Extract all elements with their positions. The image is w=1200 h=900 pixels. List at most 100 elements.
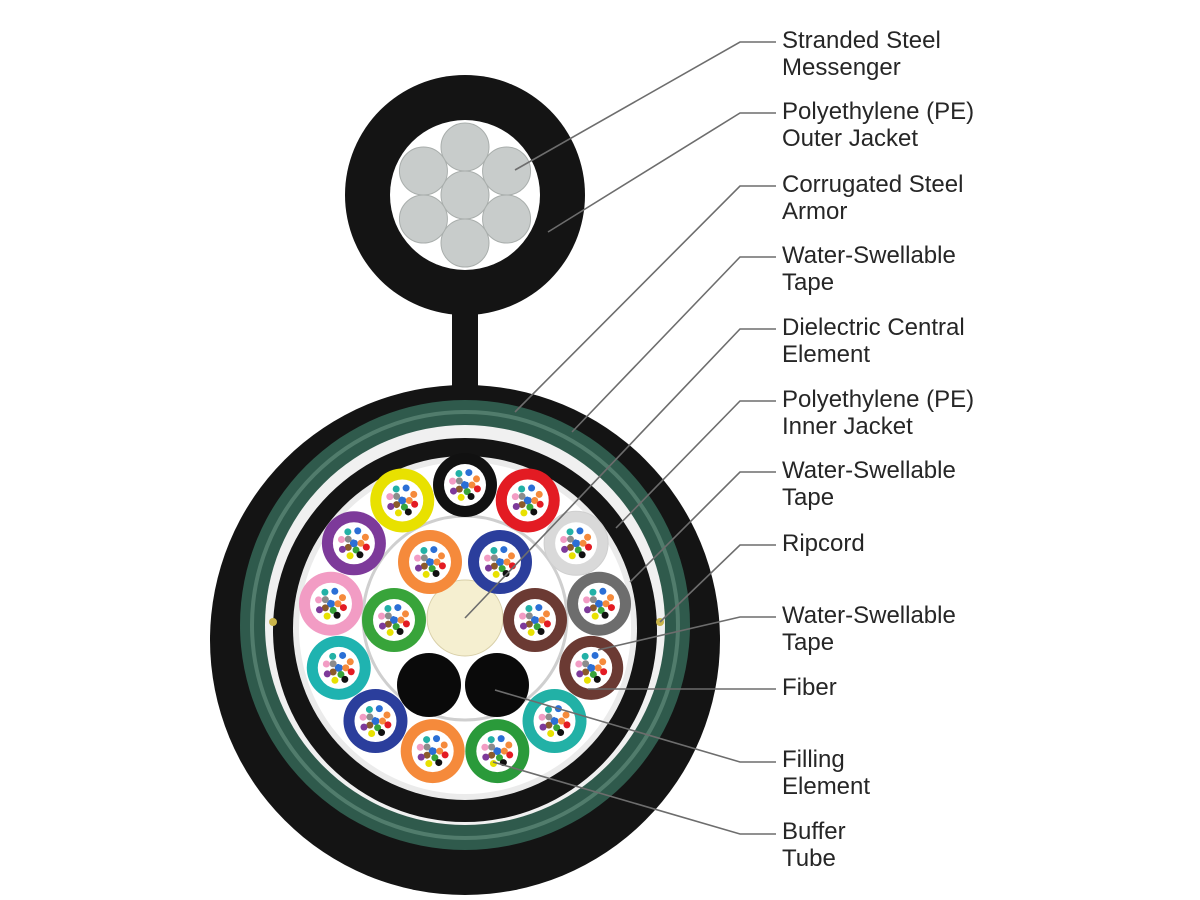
fiber [378,612,386,620]
fiber [397,616,405,624]
fiber [400,490,408,498]
label-pe-inner-jacket: Polyethylene (PE) Inner Jacket [782,386,974,440]
fiber [528,484,536,492]
buffer-tube [567,571,632,636]
fiber [465,469,473,477]
fiber [356,551,364,559]
fiber [347,668,355,676]
fiber [591,612,599,620]
fiber [352,533,360,541]
fiber [538,616,546,624]
fiber [582,668,590,676]
label-line: Fiber [782,674,837,701]
label-water-swellable-tape: Water-Swellable Tape [782,457,956,511]
fiber [455,477,463,485]
buffer-tube [400,719,465,784]
fiber [539,723,547,731]
leader-line [659,544,776,623]
label-stranded-steel-messenger: Stranded Steel Messenger [782,27,941,81]
label-line: Outer Jacket [782,125,919,152]
fiber [527,628,535,636]
fiber [525,612,533,620]
fiber [366,721,374,729]
fiber [468,481,476,489]
fiber [326,599,335,608]
fiber [331,676,339,684]
fiber [455,485,463,493]
fiber [425,759,433,767]
fiber [489,759,497,767]
fiber [518,492,526,500]
fiber [576,527,584,535]
fiber [561,545,569,553]
fiber [420,547,428,555]
buffer-tube [370,468,435,533]
fiber [525,605,533,613]
fiber [542,610,550,618]
fiber [339,651,347,659]
fiber [383,711,391,719]
fiber [511,493,519,501]
label-line: Tape [782,269,835,296]
fiber [346,552,354,560]
fiber [422,570,430,578]
label-line: Buffer [782,818,846,845]
label-filling-element: Filling Element [782,746,870,800]
fiber [384,620,392,628]
steel-wire [440,122,490,172]
fiber [390,616,398,624]
fiber [344,535,352,543]
fiber [597,593,605,601]
fiber [339,604,347,612]
fiber [337,671,345,679]
fiber [426,558,434,566]
fiber [321,604,329,612]
label-line: Polyethylene (PE) [782,386,975,413]
fiber [386,493,394,501]
fiber [431,740,439,748]
label-pe-outer-jacket: Polyethylene (PE) Outer Jacket [782,98,974,152]
fiber [506,751,514,759]
steel-wire [482,194,532,244]
fiber [566,543,574,551]
fiber [481,743,489,751]
label-fiber: Fiber [782,674,837,701]
messenger-section [345,75,585,390]
fiber [576,670,584,678]
label-ripcord: Ripcord [782,530,865,557]
fiber [329,606,337,614]
filling-element [397,653,461,717]
fiber [393,501,401,509]
label-line: Dielectric Central [782,314,965,341]
fiber [536,500,544,508]
fiber [433,735,441,743]
fiber [587,663,596,672]
buffer-tube [306,635,371,700]
buffer-tube [468,530,532,594]
fiber [553,710,561,718]
fiber [329,668,337,676]
fiber [392,623,400,631]
fiber [329,593,337,601]
fiber [404,508,412,516]
fiber [354,527,362,535]
fiber [467,492,475,500]
fiber [428,565,436,573]
fiber [589,588,597,596]
label-line: Water-Swellable [782,602,956,629]
leader-line [615,400,776,529]
label-dielectric-central-element: Dielectric Central Element [782,314,965,368]
fiber [402,620,410,628]
fiber [360,723,368,731]
fiber [450,487,458,495]
fiber [498,565,506,573]
fiber [349,539,358,548]
fiber [533,623,541,631]
fiber [323,612,331,620]
fiber [568,552,576,560]
fiber [378,717,386,725]
fiber [574,533,582,541]
fiber [493,747,502,756]
fiber [392,485,400,493]
